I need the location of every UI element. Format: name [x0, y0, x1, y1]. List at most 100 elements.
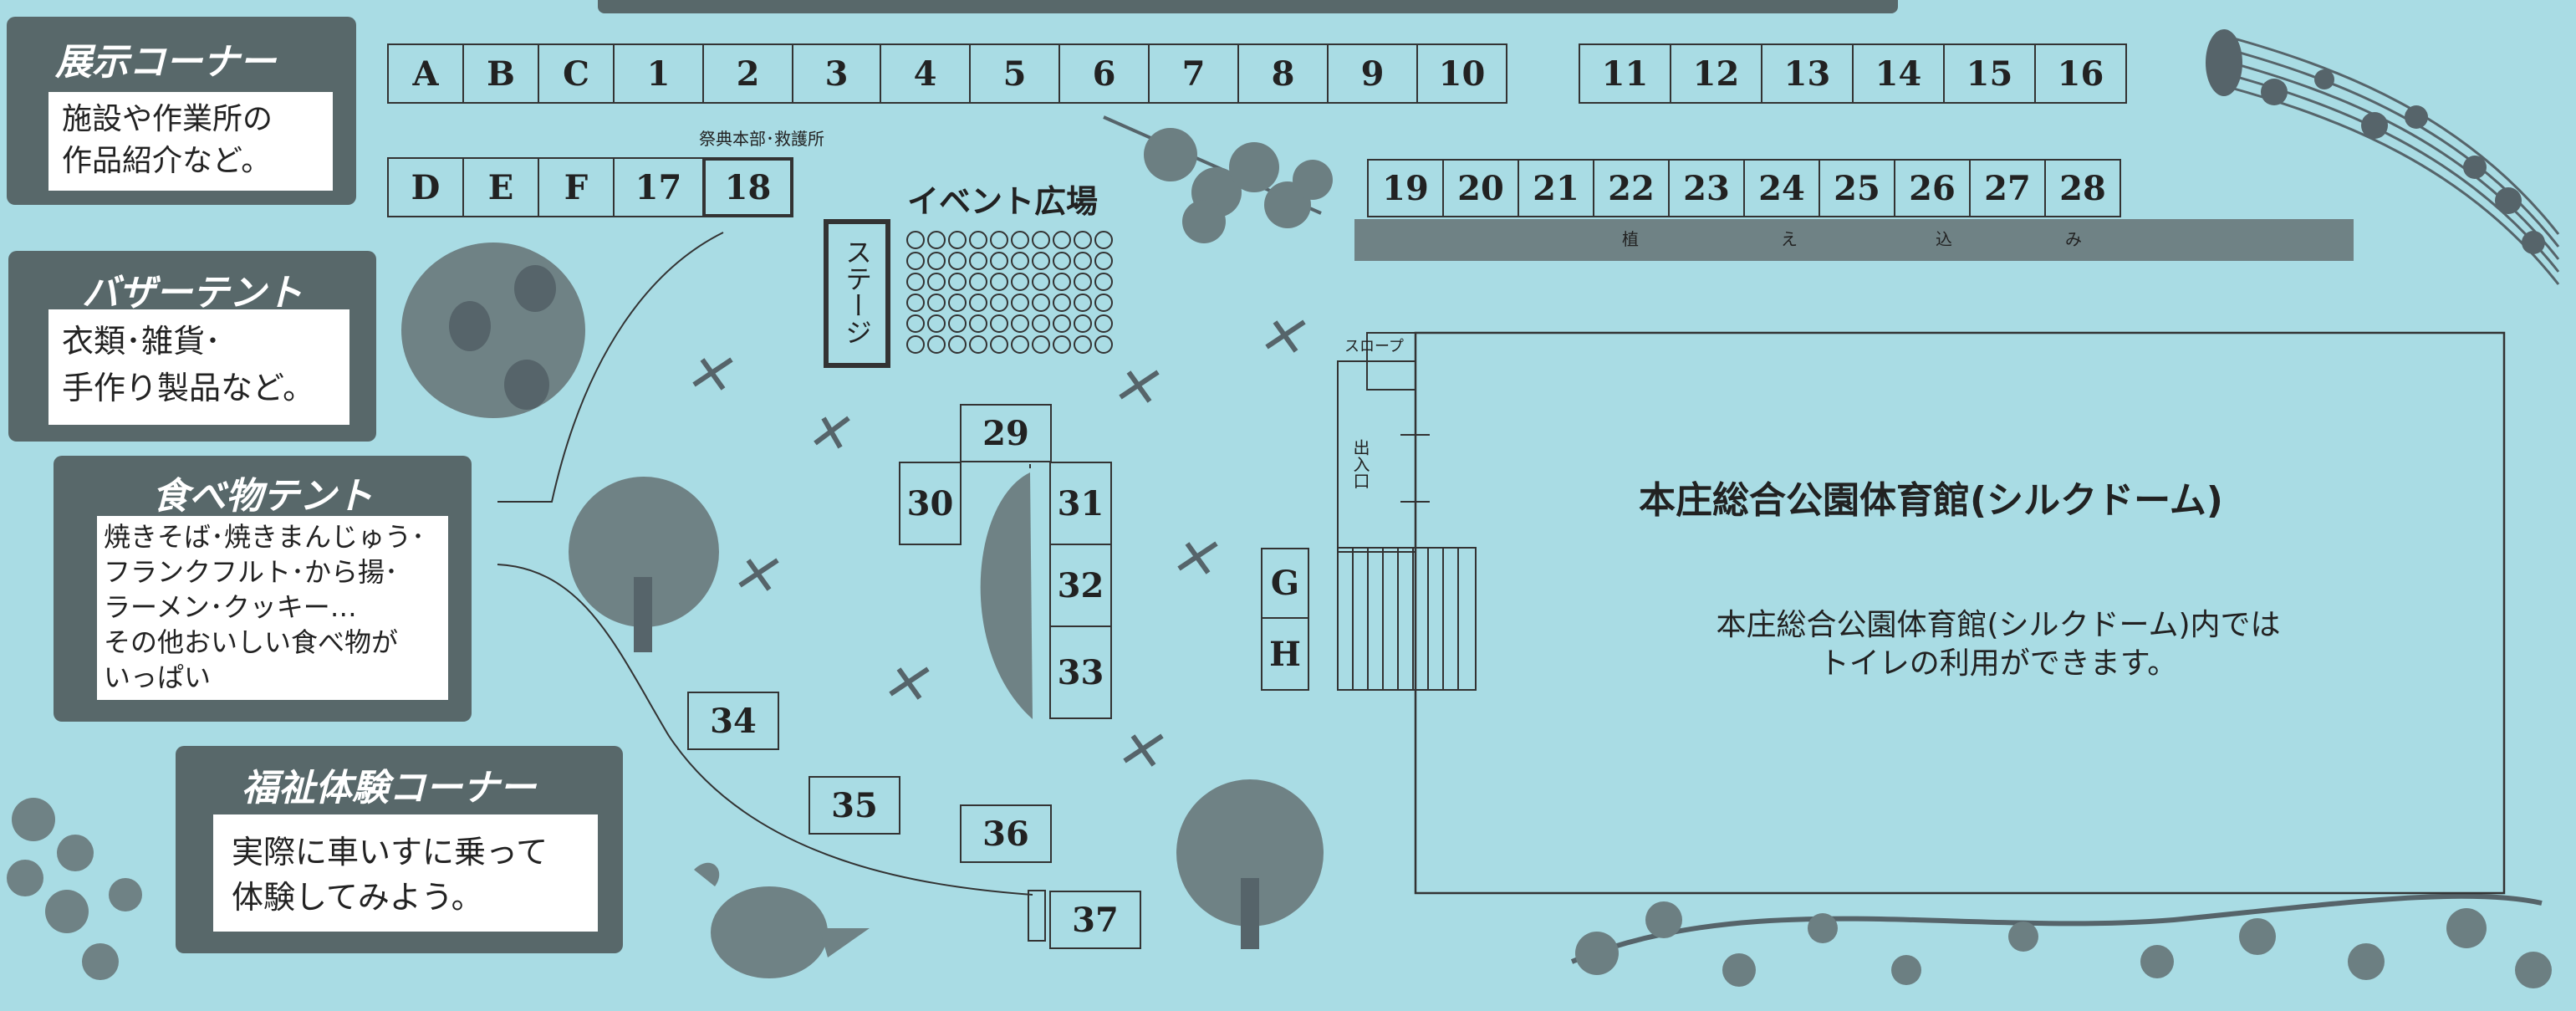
booth-11[interactable]: 11: [1579, 43, 1671, 104]
seat-circle: [1074, 335, 1092, 354]
booth-30[interactable]: 30: [899, 462, 962, 545]
booth-20[interactable]: 20: [1442, 159, 1519, 217]
stage-box: [824, 219, 890, 368]
booth-34[interactable]: 34: [687, 692, 779, 750]
seat-circle: [948, 335, 967, 354]
booth-10[interactable]: 10: [1416, 43, 1507, 104]
seat-circle: [948, 273, 967, 291]
booth-B[interactable]: B: [462, 43, 539, 104]
booth-25[interactable]: 25: [1819, 159, 1895, 217]
acorn-leaf-icon: [401, 243, 585, 418]
booth-33[interactable]: 33: [1049, 625, 1112, 719]
entrance-label: 出入口: [1350, 439, 1370, 489]
seat-circle: [906, 252, 925, 270]
seat-circle: [927, 231, 946, 249]
booth-6[interactable]: 6: [1058, 43, 1150, 104]
booth-H[interactable]: H: [1261, 617, 1309, 691]
planting-label-1: 植: [1622, 229, 1639, 249]
booth-16[interactable]: 16: [2034, 43, 2127, 104]
seat-circle: [948, 252, 967, 270]
seat-circle: [948, 231, 967, 249]
seat-circle: [1074, 273, 1092, 291]
booth-5[interactable]: 5: [969, 43, 1060, 104]
maple-branch-icon: [1103, 115, 1333, 243]
booth-row-2a: D E F 17 18: [387, 157, 793, 217]
booth-D[interactable]: D: [387, 157, 464, 217]
seat-circle: [906, 314, 925, 333]
seat-circle: [1053, 252, 1071, 270]
legend-welfare: 福祉体験コーナー 実際に車いすに乗って 体験してみよう。: [176, 746, 623, 953]
booth-A[interactable]: A: [387, 43, 464, 104]
legend-bazaar-body: 衣類･雑貨･ 手作り製品など。: [48, 309, 349, 425]
booth-23[interactable]: 23: [1668, 159, 1745, 217]
booth-37[interactable]: 37: [1049, 891, 1141, 949]
flowers-icon: [7, 798, 142, 980]
seat-circle: [990, 252, 1008, 270]
bird-icon: [694, 862, 870, 978]
booth-28[interactable]: 28: [2044, 159, 2121, 217]
stairs: [1337, 547, 1477, 691]
booth-18[interactable]: 18: [702, 157, 793, 217]
seat-circle: [927, 335, 946, 354]
booth-14[interactable]: 14: [1852, 43, 1945, 104]
seat-circle: [1053, 314, 1071, 333]
seat-circle: [1032, 294, 1050, 312]
booth-G[interactable]: G: [1261, 548, 1309, 619]
booth-E[interactable]: E: [462, 157, 539, 217]
booth-C[interactable]: C: [538, 43, 615, 104]
seat-circle: [1053, 294, 1071, 312]
seat-circle: [927, 314, 946, 333]
booth-27[interactable]: 27: [1969, 159, 2046, 217]
seat-circle: [990, 294, 1008, 312]
booth-24[interactable]: 24: [1743, 159, 1820, 217]
seat-circle: [1094, 294, 1113, 312]
seat-circle: [1032, 231, 1050, 249]
gym-note-line-2: トイレの利用ができます。: [1819, 646, 2178, 681]
booth-32[interactable]: 32: [1049, 544, 1112, 627]
seat-circle: [1011, 294, 1029, 312]
booth-19[interactable]: 19: [1367, 159, 1444, 217]
headquarters-label: 祭典本部･救護所: [699, 129, 824, 149]
seat-circle: [906, 335, 925, 354]
seat-circle: [1011, 335, 1029, 354]
tree-right-icon: [1176, 779, 1324, 949]
dragonfly-icons: [692, 319, 1306, 767]
path-lines: [497, 232, 1046, 942]
booth-4[interactable]: 4: [880, 43, 971, 104]
booth-36[interactable]: 36: [960, 804, 1052, 863]
booth-22[interactable]: 22: [1593, 159, 1670, 217]
legend-bazaar: バザーテント 衣類･雑貨･ 手作り製品など。: [8, 251, 376, 442]
leaf-wave-icon: [1570, 893, 2552, 988]
seat-circle: [969, 314, 987, 333]
music-notes-dots: [2206, 29, 2545, 254]
booth-15[interactable]: 15: [1943, 43, 2036, 104]
booth-31[interactable]: 31: [1049, 462, 1112, 545]
booth-26[interactable]: 26: [1894, 159, 1971, 217]
seat-circle: [1032, 335, 1050, 354]
booth-9[interactable]: 9: [1327, 43, 1418, 104]
seat-circle: [927, 294, 946, 312]
seat-circle: [948, 294, 967, 312]
seat-circle: [1053, 273, 1071, 291]
booth-3[interactable]: 3: [792, 43, 881, 104]
booth-2[interactable]: 2: [702, 43, 793, 104]
booth-35[interactable]: 35: [809, 776, 900, 835]
booth-F[interactable]: F: [538, 157, 615, 217]
booth-21[interactable]: 21: [1518, 159, 1594, 217]
seat-circle: [1074, 294, 1092, 312]
booth-8[interactable]: 8: [1237, 43, 1329, 104]
booth-12[interactable]: 12: [1670, 43, 1762, 104]
booth-row-2b: 19 20 21 22 23 24 25 26 27 28: [1367, 159, 2121, 217]
legend-exhibit-body: 施設や作業所の 作品紹介など。: [48, 92, 333, 191]
legend-food-body: 焼きそば･焼きまんじゅう･ フランクフルト･から揚･ ラーメン･クッキー… その…: [97, 516, 448, 700]
booth-13[interactable]: 13: [1761, 43, 1854, 104]
booth-1[interactable]: 1: [613, 43, 704, 104]
stage-label: ステージ: [841, 238, 873, 345]
seat-circle: [1074, 252, 1092, 270]
seat-circle: [969, 335, 987, 354]
tree-left-icon: [569, 477, 719, 652]
seat-circle: [1032, 314, 1050, 333]
booth-17[interactable]: 17: [613, 157, 704, 217]
booth-7[interactable]: 7: [1148, 43, 1239, 104]
booth-29[interactable]: 29: [960, 404, 1052, 462]
